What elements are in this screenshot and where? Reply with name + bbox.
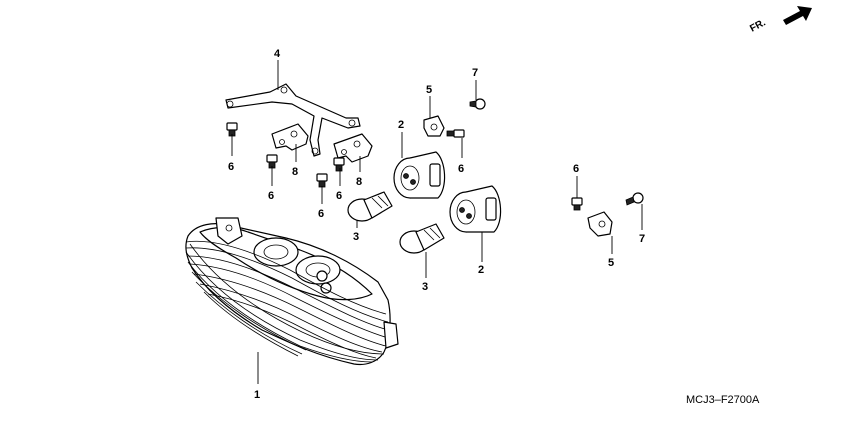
callout-6b: 6 [268, 190, 274, 202]
clip-5a [423, 115, 445, 137]
callout-6e: 6 [458, 163, 464, 175]
stay-bracket [225, 83, 361, 157]
front-arrow-icon [783, 6, 812, 25]
bolt-6a [226, 122, 238, 137]
callout-6a: 6 [228, 161, 234, 173]
bolt-6b [266, 154, 278, 169]
bolt-6d [333, 157, 345, 172]
mounting-bracket-left [271, 123, 309, 151]
callout-5-right: 5 [608, 257, 614, 269]
screw-7a [469, 98, 486, 110]
bolt-6f [571, 197, 583, 211]
callout-3-lower: 3 [422, 281, 428, 293]
callout-6f: 6 [573, 163, 579, 175]
bolt-6e [446, 129, 465, 138]
callout-labels: 1 2 2 3 3 4 5 5 6 6 6 6 6 6 7 7 8 8 [228, 48, 645, 401]
callout-8-right: 8 [356, 176, 362, 188]
leader-lines [231, 60, 643, 384]
clip-5b [587, 211, 613, 237]
taillight-assembly [185, 217, 399, 366]
callout-3-upper: 3 [353, 231, 359, 243]
callout-6d: 6 [336, 190, 342, 202]
bulb-socket-upper [393, 151, 446, 199]
callout-8-left: 8 [292, 166, 298, 178]
callout-6c: 6 [318, 208, 324, 220]
bulb-upper [347, 191, 393, 222]
diagram-code: MCJ3–F2700A [686, 394, 760, 406]
bulb-socket-lower [449, 185, 502, 233]
callout-7-right: 7 [639, 233, 645, 245]
screw-7b [625, 192, 644, 206]
callout-1: 1 [254, 389, 260, 401]
front-direction-indicator: FR. [748, 6, 812, 35]
callout-2-upper: 2 [398, 119, 404, 131]
callout-5-upper: 5 [426, 84, 432, 96]
fr-label: FR. [748, 17, 768, 34]
bulb-lower [399, 223, 445, 254]
bolt-6c [316, 173, 328, 188]
callout-4: 4 [274, 48, 281, 60]
callout-2-lower: 2 [478, 264, 484, 276]
callout-7-upper: 7 [472, 67, 478, 79]
